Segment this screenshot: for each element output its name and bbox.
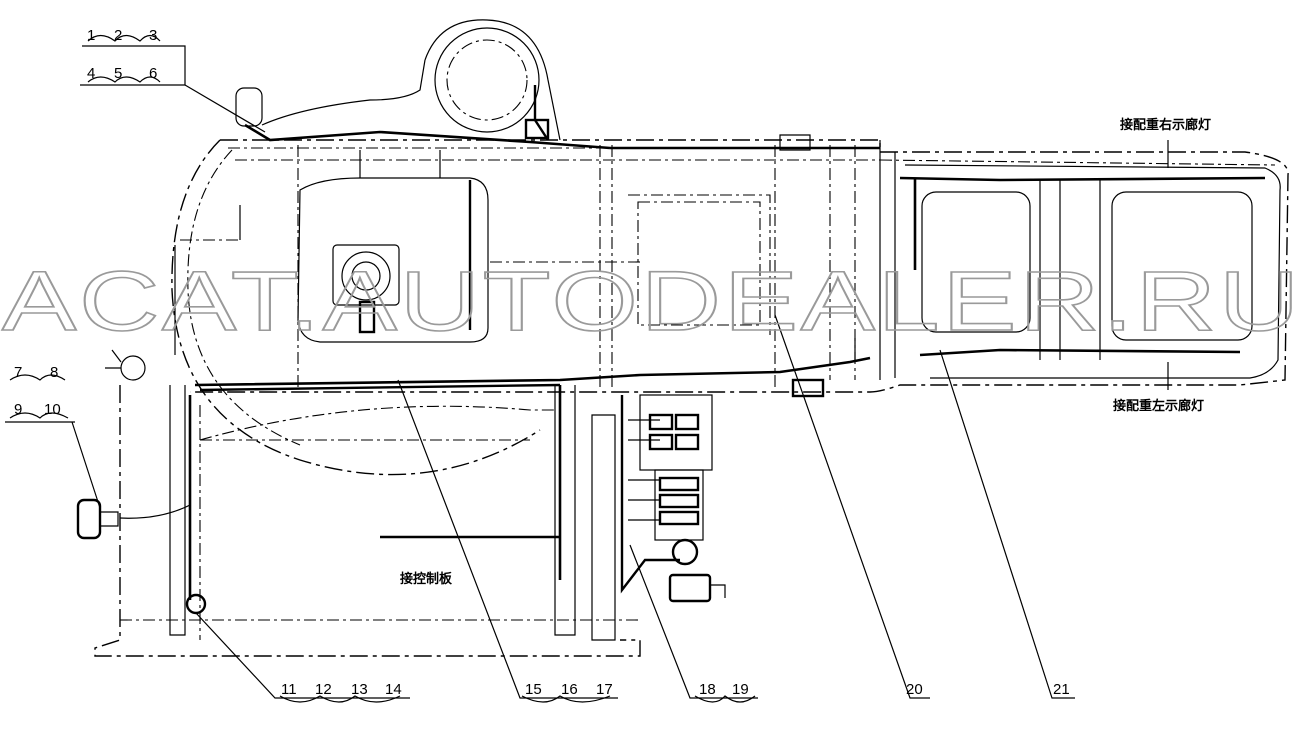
callout-braces xyxy=(9,34,756,703)
label-right-marker-lamp: 接配重右示廊灯 xyxy=(1120,117,1211,133)
callout-15: 15 xyxy=(525,681,542,698)
callout-4: 4 xyxy=(87,65,95,82)
callout-9: 9 xyxy=(14,401,22,418)
callout-16: 16 xyxy=(561,681,578,698)
leader-lines xyxy=(5,45,1075,699)
callout-2: 2 xyxy=(114,27,122,44)
connector xyxy=(185,593,207,615)
label-left-marker-lamp: 接配重左示廊灯 xyxy=(1113,398,1204,414)
callout-6: 6 xyxy=(149,65,157,82)
solenoid-valve xyxy=(668,538,726,603)
callout-13: 13 xyxy=(351,681,368,698)
callout-20: 20 xyxy=(906,681,923,698)
beacon-lamp xyxy=(332,244,400,334)
switch-box xyxy=(524,118,825,398)
callout-21: 21 xyxy=(1053,681,1070,698)
callout-group-4: 9 10 xyxy=(14,401,61,418)
callout-8: 8 xyxy=(50,364,58,381)
callout-group-5: 11 12 13 14 xyxy=(281,681,402,698)
rear-lamp xyxy=(76,498,119,540)
callout-10: 10 xyxy=(44,401,61,418)
callout-group-7: 18 19 xyxy=(699,681,749,698)
callout-7: 7 xyxy=(14,364,22,381)
callout-group-9: 21 xyxy=(1053,681,1070,698)
watermark: ACAT.AUTODEALER.RU xyxy=(2,254,1302,348)
callout-19: 19 xyxy=(732,681,749,698)
callout-group-6: 15 16 17 xyxy=(525,681,613,698)
machine-body-outline xyxy=(94,19,1289,657)
callout-group-2: 4 5 6 xyxy=(87,65,157,82)
horn xyxy=(105,349,146,381)
label-control-panel: 接控制板 xyxy=(400,571,453,587)
callout-12: 12 xyxy=(315,681,332,698)
callout-group-8: 20 xyxy=(906,681,923,698)
callout-11: 11 xyxy=(281,681,297,698)
callout-14: 14 xyxy=(385,681,402,698)
relay-block xyxy=(639,394,713,541)
callout-3: 3 xyxy=(149,27,157,44)
callout-group-1: 1 2 3 xyxy=(87,27,157,44)
callout-17: 17 xyxy=(596,681,613,698)
callout-1: 1 xyxy=(87,27,95,44)
callout-5: 5 xyxy=(114,65,122,82)
callout-group-3: 7 8 xyxy=(14,364,58,381)
callout-18: 18 xyxy=(699,681,716,698)
